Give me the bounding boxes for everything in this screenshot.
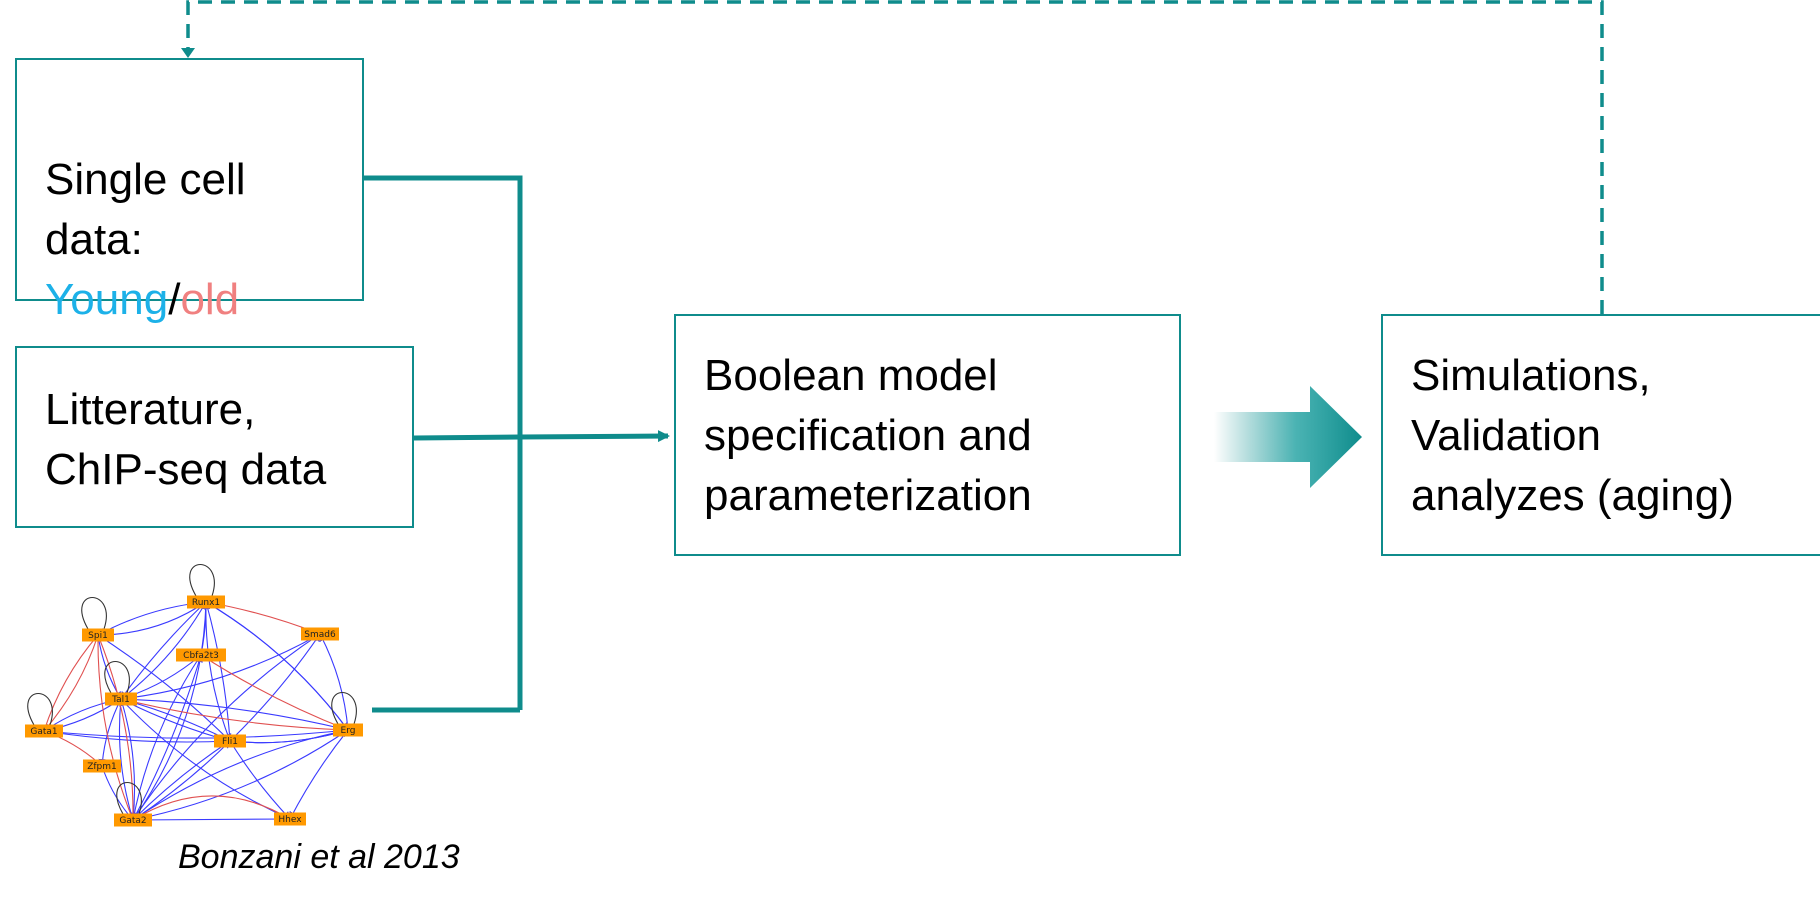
network-node-box	[82, 628, 114, 642]
old-label: old	[180, 275, 240, 324]
activation-edge	[229, 740, 291, 820]
self-loop-edge	[331, 692, 357, 725]
literature-box: Litterature, ChIP-seq data	[15, 346, 414, 528]
activation-edge	[204, 601, 231, 742]
activation-edge	[132, 740, 231, 821]
activation-edge	[132, 740, 231, 821]
network-node-label: Zfpm1	[87, 762, 117, 772]
self-loop-edge	[81, 597, 107, 630]
simulations-box: Simulations, Validation analyzes (aging)	[1381, 314, 1820, 556]
activation-edge	[120, 601, 207, 700]
self-loop-edge	[116, 782, 142, 815]
activation-edge	[120, 601, 207, 700]
network-node-label: Smad6	[304, 630, 336, 640]
feedback-arrowhead	[181, 48, 195, 58]
self-loop-edge	[104, 661, 130, 694]
big-process-arrow	[1214, 386, 1362, 488]
feedback-dashed-arrow	[186, 0, 1604, 314]
boolean-model-text: Boolean model specification and paramete…	[704, 351, 1032, 520]
network-node-label: Gata1	[30, 727, 57, 737]
activation-edge	[205, 601, 349, 731]
activation-edge	[97, 634, 231, 742]
connector-literature	[413, 430, 670, 443]
connector-single-cell	[364, 175, 523, 710]
network-node: Cbfa2t3	[176, 648, 226, 662]
citation-caption: Bonzani et al 2013	[178, 838, 460, 876]
activation-edge	[132, 654, 203, 821]
network-node-label: Hhex	[278, 815, 302, 825]
single-cell-text: Single cell data: Young/old	[45, 150, 246, 330]
network-node: Hhex	[274, 812, 306, 826]
network-node-label: Spi1	[88, 631, 108, 641]
activation-edge	[130, 654, 202, 821]
activation-edge	[319, 633, 349, 731]
inhibition-edge	[120, 698, 350, 736]
activation-edge	[120, 698, 291, 820]
activation-edge	[120, 696, 231, 742]
activation-edge	[132, 729, 349, 821]
activation-edge	[229, 633, 321, 742]
network-node-box	[176, 648, 226, 662]
network-node-label: Runx1	[192, 598, 220, 608]
activation-edge	[205, 601, 232, 742]
inhibition-edge	[97, 634, 139, 823]
inhibition-edge	[38, 634, 99, 734]
network-node-box	[83, 759, 121, 773]
network-node-box	[114, 813, 152, 827]
network-node-label: Gata2	[119, 816, 146, 826]
single-cell-data-box: Single cell data: Young/old	[15, 58, 364, 324]
boolean-model-box: Boolean model specification and paramete…	[674, 314, 1181, 556]
network-node: Spi1	[82, 628, 114, 642]
single-cell-line-1: Single cell	[45, 155, 246, 204]
network-node-box	[187, 595, 225, 609]
activation-edge	[132, 815, 291, 824]
young-label: Young	[45, 275, 169, 324]
simulations-text: Simulations, Validation analyzes (aging)	[1411, 351, 1734, 520]
activation-edge	[120, 633, 321, 700]
activation-edge	[132, 729, 349, 821]
young-old-line: Young/old	[45, 270, 246, 330]
network-node-box	[25, 724, 63, 738]
network-node-box	[274, 812, 306, 826]
network-node: Smad6	[301, 627, 339, 641]
inhibition-edge	[129, 795, 291, 825]
activation-edge	[120, 698, 231, 744]
self-loop-edge	[27, 693, 53, 726]
network-node: Zfpm1	[83, 759, 121, 773]
inhibition-edge	[200, 654, 351, 736]
network-node: Gata1	[25, 724, 63, 738]
network-node-label: Tal1	[111, 695, 130, 705]
network-node: Gata2	[114, 813, 152, 827]
single-cell-line-2: data:	[45, 215, 143, 264]
network-node: Erg	[333, 723, 363, 737]
network-node-box	[214, 734, 246, 748]
network-node: Tal1	[105, 692, 137, 706]
network-node-box	[301, 627, 339, 641]
activation-edge	[120, 695, 349, 731]
self-loop-edge	[189, 564, 215, 597]
literature-text: Litterature, ChIP-seq data	[45, 385, 327, 494]
network-node-label: Cbfa2t3	[183, 651, 219, 661]
network-node-box	[333, 723, 363, 737]
young-old-separator: /	[168, 275, 181, 324]
network-node-label: Fli1	[222, 737, 238, 747]
activation-edge	[43, 730, 231, 746]
network-node-label: Erg	[341, 726, 356, 736]
inhibition-edge	[92, 632, 134, 821]
activation-edge	[289, 729, 349, 820]
network-node: Fli1	[214, 734, 246, 748]
activation-edge	[119, 698, 136, 821]
network-node: Runx1	[187, 595, 225, 609]
activation-edge	[43, 727, 349, 739]
network-node-box	[105, 692, 137, 706]
